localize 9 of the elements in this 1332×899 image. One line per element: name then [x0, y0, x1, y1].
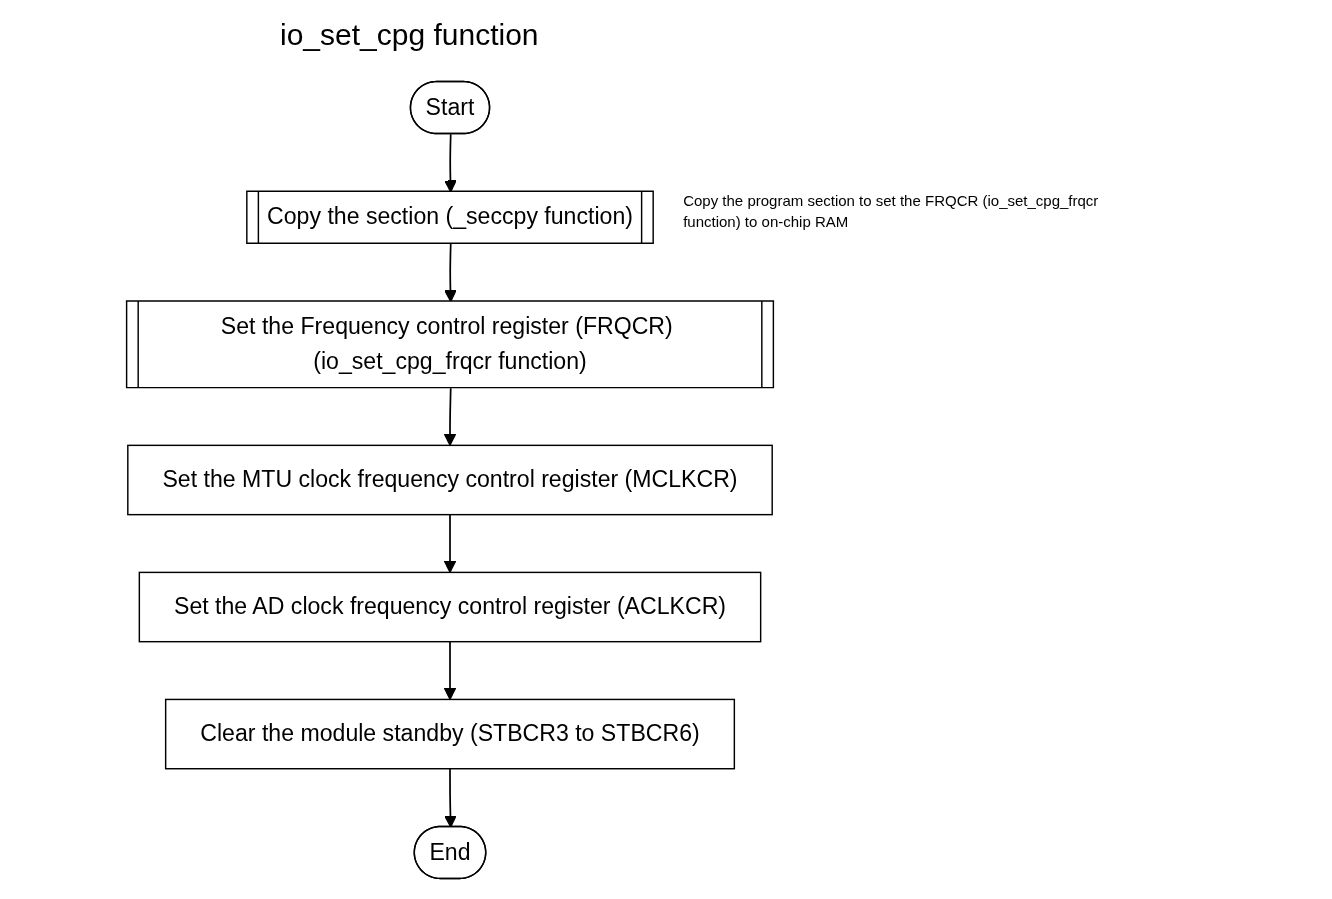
node-box: Clear the module standby (STBCR3 to STBCR6) [164, 698, 736, 770]
node-box: Set the AD clock frequency control register (ACLKCR) [138, 571, 762, 643]
arrow [443, 387, 457, 446]
node-box: Set the MTU clock frequency control register (MCLKCR) [127, 444, 773, 516]
arrow [443, 513, 457, 573]
arrow [444, 767, 457, 828]
note-text: Copy the program section to set the FRQCR (io_set_cpg_frqcr function) to on-chip RAM [683, 191, 1100, 232]
diagram-title: io_set_cpg function [280, 18, 539, 52]
arrow [443, 640, 457, 700]
